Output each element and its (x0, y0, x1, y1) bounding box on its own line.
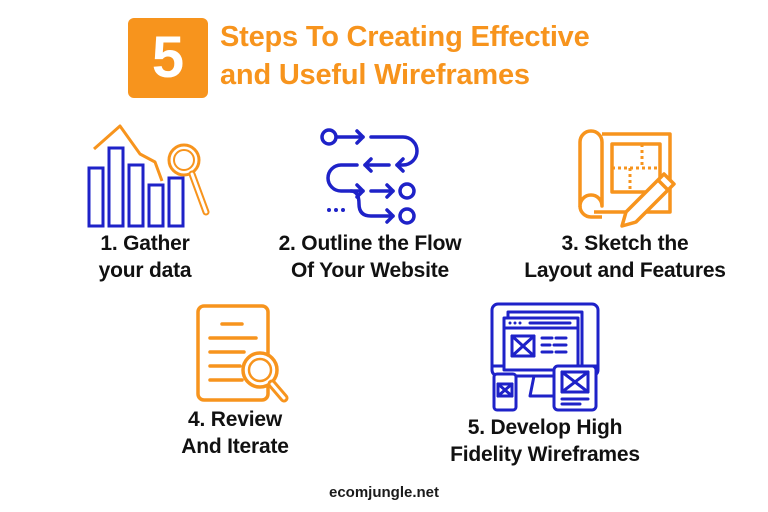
step-1: 1. Gather your data (60, 124, 230, 284)
number-badge: 5 (128, 18, 208, 98)
site-url: ecomjungle.net (328, 484, 440, 501)
blueprint-pencil-icon (578, 129, 676, 228)
title-line-1: Steps To Creating Effective (220, 21, 590, 53)
title-line-2: and Useful Wireframes (220, 59, 530, 91)
document-magnifier-icon (196, 304, 289, 403)
step-2-label: 2. Outline the Flow Of Your Website (278, 232, 462, 282)
step-3: 3. Sketch the Layout and Features (500, 124, 750, 284)
step-2: 2. Outline the Flow Of Your Website (255, 124, 485, 284)
step-1-label: 1. Gather your data (98, 232, 192, 282)
page-title: Steps To Creating Effective and Useful W… (220, 18, 590, 94)
step-5-label: 5. Develop High Fidelity Wireframes (450, 416, 640, 466)
bar-chart-magnifier-icon (87, 124, 210, 228)
devices-wireframe-icon (490, 302, 600, 412)
flow-arrows-icon (320, 128, 419, 225)
step-4: 4. Review And Iterate (150, 302, 320, 460)
step-5: 5. Develop High Fidelity Wireframes (420, 302, 670, 468)
step-3-label: 3. Sketch the Layout and Features (524, 232, 726, 282)
step-4-label: 4. Review And Iterate (181, 408, 289, 458)
badge-number: 5 (151, 25, 185, 90)
